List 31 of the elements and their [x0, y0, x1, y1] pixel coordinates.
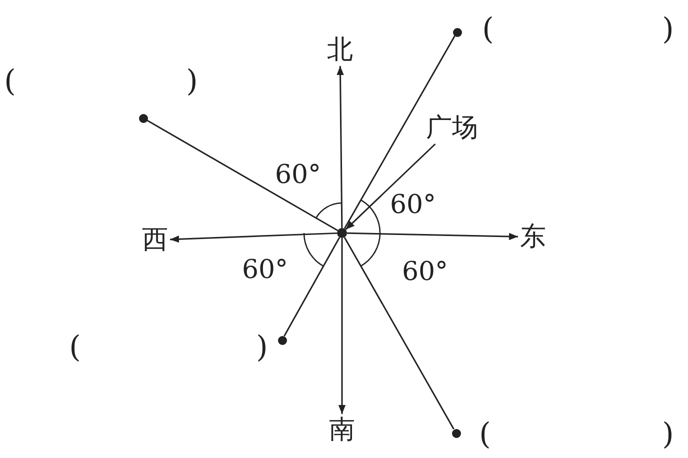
blank-bracket: ) [256, 333, 268, 363]
end-point [278, 336, 286, 344]
blank-bracket: ( [482, 15, 494, 45]
ray-line [344, 236, 454, 430]
direction-label: 东 [520, 224, 546, 250]
blank-bracket: ( [69, 333, 81, 363]
axis-arrow [336, 66, 344, 228]
angle-label: 60° [402, 259, 448, 285]
ray-line [344, 36, 456, 230]
blank-bracket: ) [186, 67, 198, 97]
direction-label: 南 [329, 417, 355, 443]
axis-arrow [170, 232, 338, 243]
angle-label: 60° [274, 162, 322, 188]
direction-label: 西 [142, 227, 168, 253]
place-label: 广场 [426, 115, 478, 141]
blank-bracket: ) [662, 15, 674, 45]
axis-arrow [346, 232, 518, 240]
blank-bracket: ) [662, 420, 674, 450]
direction-label: 北 [327, 37, 353, 63]
end-point [452, 28, 462, 36]
leader-arrow [345, 143, 436, 230]
angle-label: 60° [242, 257, 288, 283]
axis-arrow [338, 238, 346, 414]
ray-line [284, 237, 340, 336]
blank-bracket: ( [479, 420, 491, 450]
center-point [337, 228, 347, 238]
angle-label: 60° [390, 192, 436, 218]
end-point [138, 114, 148, 122]
ray-line [146, 120, 338, 232]
end-point [452, 428, 460, 438]
blank-bracket: ( [4, 67, 16, 97]
